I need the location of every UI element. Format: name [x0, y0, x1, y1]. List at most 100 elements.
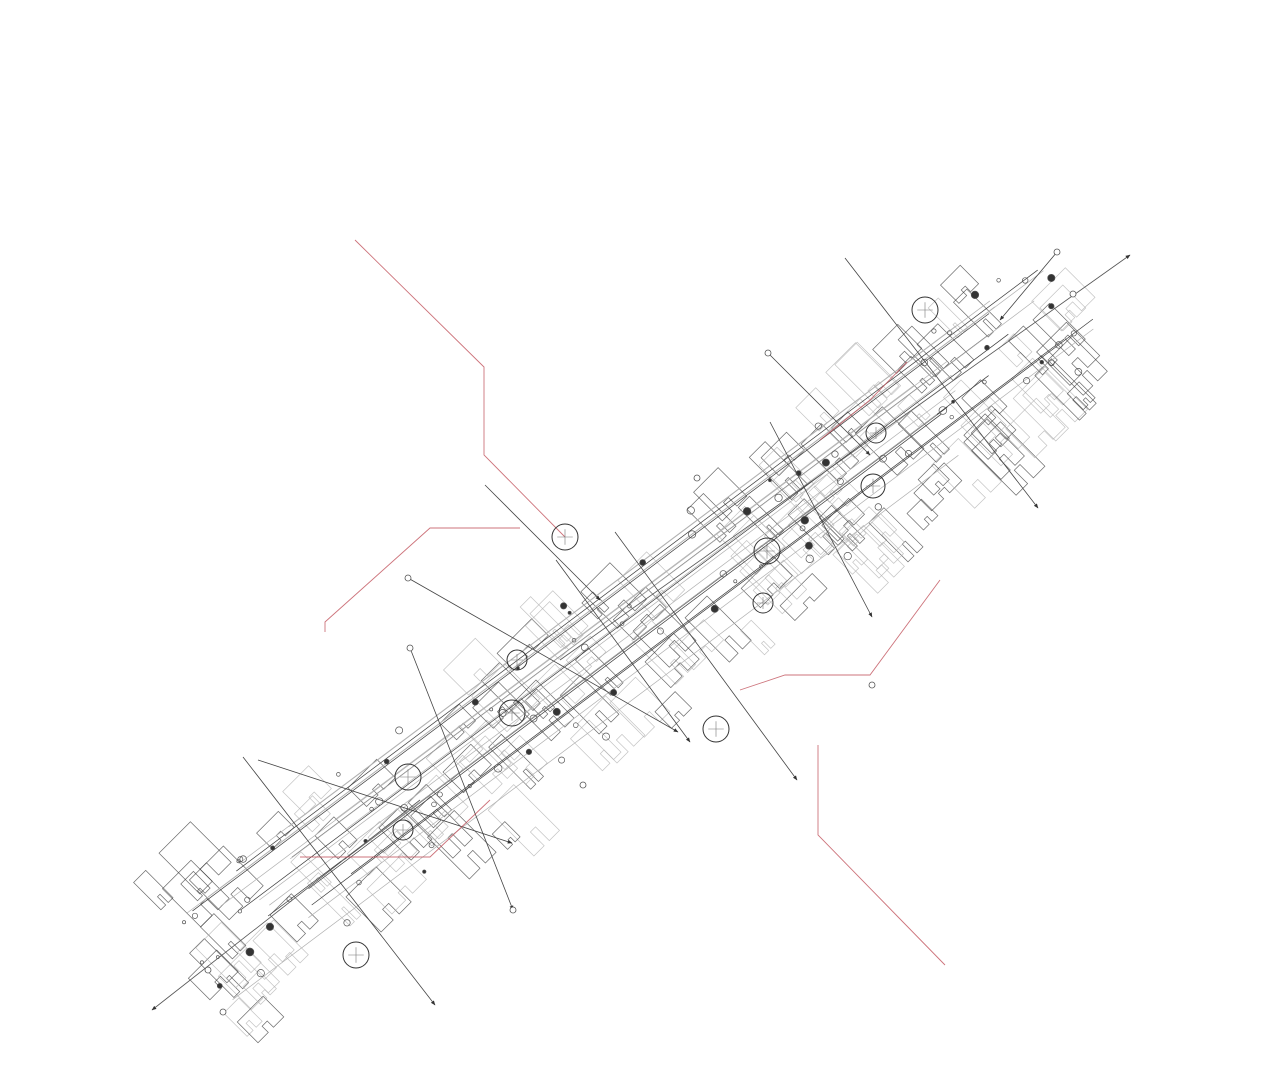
node-dot-icon [656, 627, 664, 635]
node-dot-icon [467, 784, 472, 789]
arrow-lines [151, 248, 1131, 1016]
trace-line [236, 269, 1038, 872]
arrow-line [559, 254, 1131, 661]
circuit-block [443, 637, 501, 696]
circuit-block [293, 795, 331, 833]
circuit-block [960, 396, 1031, 467]
node-dot-icon [216, 982, 223, 989]
node-dot-icon [774, 493, 783, 502]
crosshair-lines [400, 769, 416, 785]
trace-line [240, 333, 1009, 910]
circuit-block [940, 264, 980, 304]
node-dot-icon [1048, 359, 1055, 367]
circuit-block [953, 288, 1002, 338]
trace-line [220, 361, 948, 907]
circuit-block [402, 774, 469, 841]
node-dot-icon [336, 772, 341, 777]
circuit-block [917, 463, 950, 496]
circuit-block [609, 676, 671, 738]
circuit-block [684, 595, 752, 663]
circuit-block [673, 619, 725, 671]
node-dot-icon [814, 422, 822, 430]
node-dot-icon [879, 454, 887, 463]
circuit-block [961, 379, 1008, 426]
crosshair-ring [394, 763, 422, 791]
node-dot-icon [471, 698, 479, 706]
node-dot-icon [244, 896, 251, 903]
trace-line [334, 385, 914, 820]
circuit-block [242, 970, 277, 1005]
circuit-block [799, 465, 861, 526]
arrow-line [767, 352, 871, 456]
node-dot-icon [931, 328, 937, 334]
circuit-block [442, 743, 492, 794]
crosshair-circle-icon [865, 422, 887, 444]
circuit-block [832, 538, 869, 575]
trace-line [207, 306, 996, 898]
circuit-block [963, 418, 1025, 480]
node-dot-icon [558, 756, 566, 764]
circuit-block [846, 521, 904, 579]
circuit-block [252, 919, 309, 976]
node-dot-icon [369, 806, 374, 812]
crosshair-circle-icon [752, 592, 774, 614]
node-dot-icon [800, 516, 809, 525]
circuit-block [855, 406, 925, 476]
arrow-line [257, 759, 513, 844]
node-dot-icon [710, 604, 719, 613]
arrow-line [555, 559, 691, 743]
node-dot-icon [759, 564, 764, 569]
node-dot-icon [375, 797, 384, 806]
circuit-block [1008, 325, 1058, 376]
trace-line [288, 300, 991, 828]
trace-line [269, 390, 956, 906]
node-dot-icon [602, 732, 610, 741]
node-dot-icon [970, 290, 980, 300]
node-dot-icon [431, 801, 437, 808]
arrow-line [151, 799, 421, 1011]
circuit-block [740, 619, 776, 656]
trace-line [192, 313, 990, 912]
crosshair-ring [551, 523, 579, 551]
circuit-block [133, 869, 174, 911]
arrow-line [407, 577, 679, 733]
crosshair-circles [342, 296, 939, 969]
circuit-block [998, 333, 1033, 368]
crosshair-lines [917, 302, 933, 318]
circuit-block [758, 446, 815, 503]
node-dot-icon [996, 278, 1001, 283]
trace-line [238, 325, 957, 865]
circuit-block [612, 586, 667, 641]
circuit-block [827, 398, 888, 459]
node-dot-icon [356, 879, 362, 886]
node-dot-icon [610, 689, 618, 696]
circuit-block [740, 556, 793, 609]
circuit-block [763, 504, 834, 575]
circuit-block [970, 408, 1017, 455]
node-dot-icon [1053, 248, 1061, 256]
circuit-block [223, 997, 263, 1037]
trace-line [308, 328, 1094, 918]
arrow-line [769, 421, 873, 618]
circuit-block [841, 506, 905, 570]
node-dot-icon [949, 414, 954, 420]
circuit-block [838, 518, 867, 547]
crosshair-lines [870, 427, 882, 439]
node-dot-icon [984, 344, 990, 351]
node-dot-icon [1022, 277, 1029, 284]
circuit-block [1012, 366, 1089, 442]
node-dot-icon [236, 859, 241, 864]
circuit-block [1034, 358, 1097, 421]
accent-trace [739, 579, 941, 691]
node-dot-icon [627, 604, 632, 609]
arrow-line [242, 756, 436, 1006]
circuit-block [577, 695, 646, 764]
circuit-block [654, 691, 693, 729]
circuit-block [931, 438, 1002, 509]
node-dot-icon [529, 714, 538, 723]
trace-line [345, 374, 952, 830]
node-dot-icon [343, 919, 351, 927]
crosshair-circle-icon [392, 819, 414, 841]
arrow-line [844, 257, 1039, 509]
trace-line [340, 414, 938, 862]
